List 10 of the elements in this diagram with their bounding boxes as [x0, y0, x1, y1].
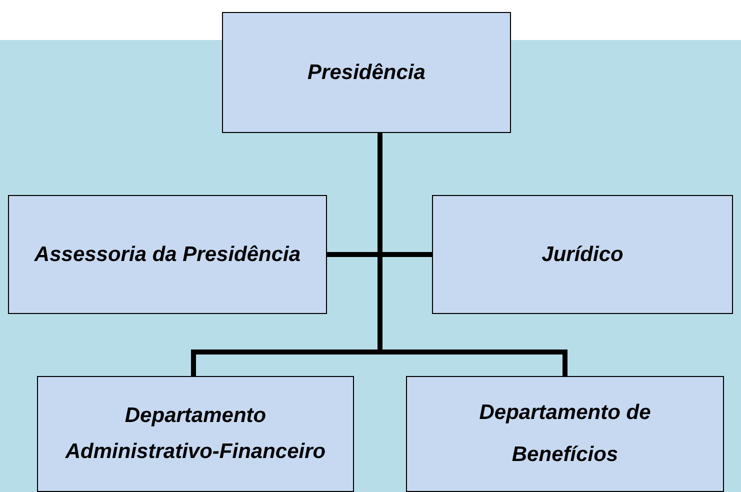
box-label: Presidência [308, 60, 426, 86]
org-box [37, 376, 354, 492]
org-box [222, 12, 511, 133]
box-label: Jurídico [542, 242, 624, 268]
box-label: Assessoria da Presidência [34, 242, 301, 268]
box-label: Departamento de Benefícios [478, 400, 652, 468]
org-box [432, 195, 733, 314]
box-label: Departamento Administrativo-Financeiro [64, 403, 327, 465]
org-box [8, 195, 327, 314]
org-box [406, 376, 724, 492]
